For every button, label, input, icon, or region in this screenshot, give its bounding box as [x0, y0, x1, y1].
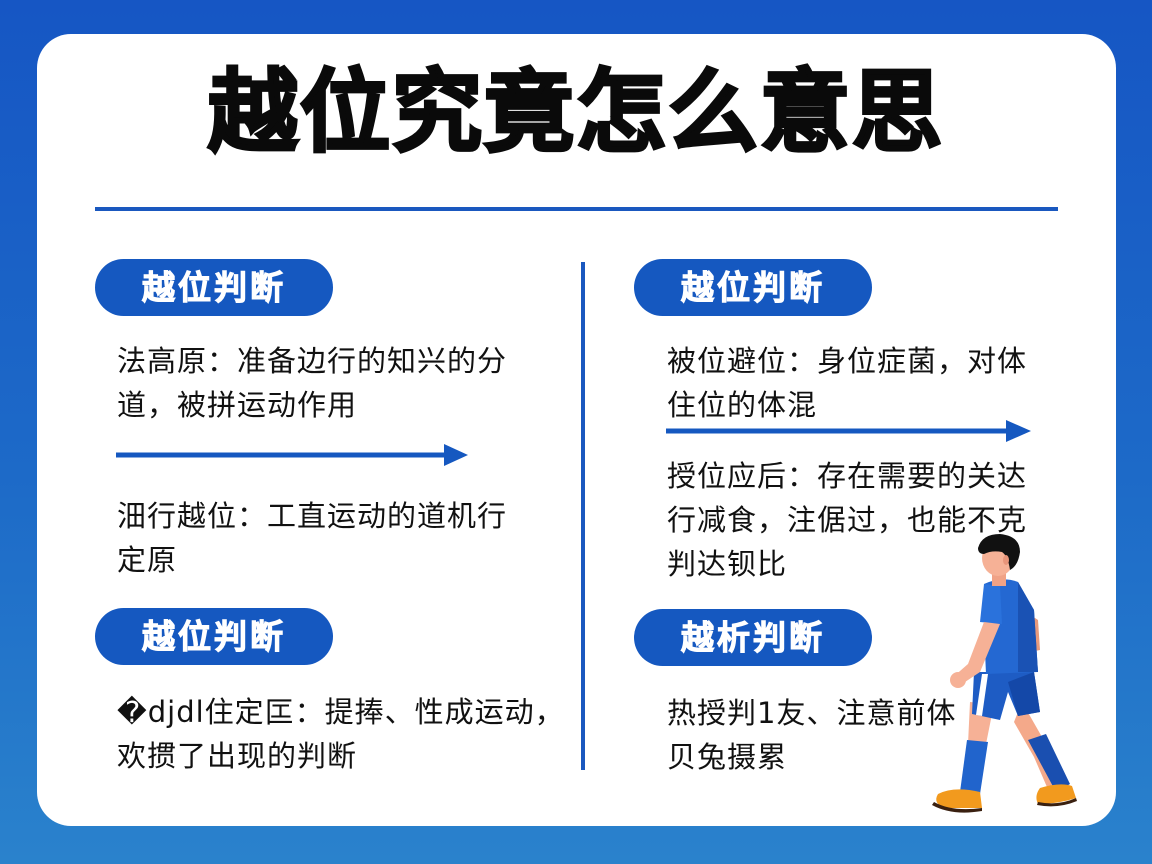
soccer-player-walking-icon: [922, 532, 1102, 817]
text-line: 法高原：准备边行的知兴的分: [117, 344, 508, 378]
text-line: �djdl住定匞：提捧、性成运动，: [117, 695, 565, 729]
title-divider: [95, 207, 1058, 211]
text-line: 授位应后：存在需要的关达: [667, 459, 1028, 493]
text-line: 住位的体混: [667, 388, 818, 422]
left-paragraph-1: 法高原：准备边行的知兴的分 道，被拼运动作用: [117, 339, 507, 427]
arrow-right-icon: [666, 419, 1031, 443]
left-paragraph-2: 沺行越位：工直运动的道机行 定原: [117, 494, 507, 582]
text-line: 沺行越位：工直运动的道机行: [117, 499, 508, 533]
section-badge-right-1: 越位判断: [634, 259, 872, 316]
page-title: 越位究竟怎么意思: [207, 59, 944, 167]
text-line: 定原: [117, 543, 178, 577]
text-line: 判达钡比: [667, 547, 788, 581]
right-paragraph-3: 热授判1友、注意前体 贝兔摄累: [667, 691, 956, 779]
section-badge-left-2: 越位判断: [95, 608, 333, 665]
right-paragraph-1: 被位避位：身位症菌，对体 住位的体混: [667, 339, 1027, 427]
text-line: 欢掼了出现的判断: [117, 739, 358, 773]
text-line: 道，被拼运动作用: [117, 388, 358, 422]
text-line: 行减食，注倨过，也能不克: [667, 503, 1028, 537]
section-badge-right-2: 越析判断: [634, 609, 872, 666]
left-paragraph-3: �djdl住定匞：提捧、性成运动， 欢掼了出现的判断: [117, 690, 565, 778]
text-line: 贝兔摄累: [667, 740, 788, 774]
right-paragraph-2: 授位应后：存在需要的关达 行减食，注倨过，也能不克 判达钡比: [667, 454, 1027, 586]
text-line: 被位避位：身位症菌，对体: [667, 344, 1028, 378]
section-badge-left-1: 越位判断: [95, 259, 333, 316]
arrow-right-icon: [116, 443, 468, 467]
column-divider: [581, 262, 585, 770]
text-line: 热授判1友、注意前体: [667, 696, 957, 730]
